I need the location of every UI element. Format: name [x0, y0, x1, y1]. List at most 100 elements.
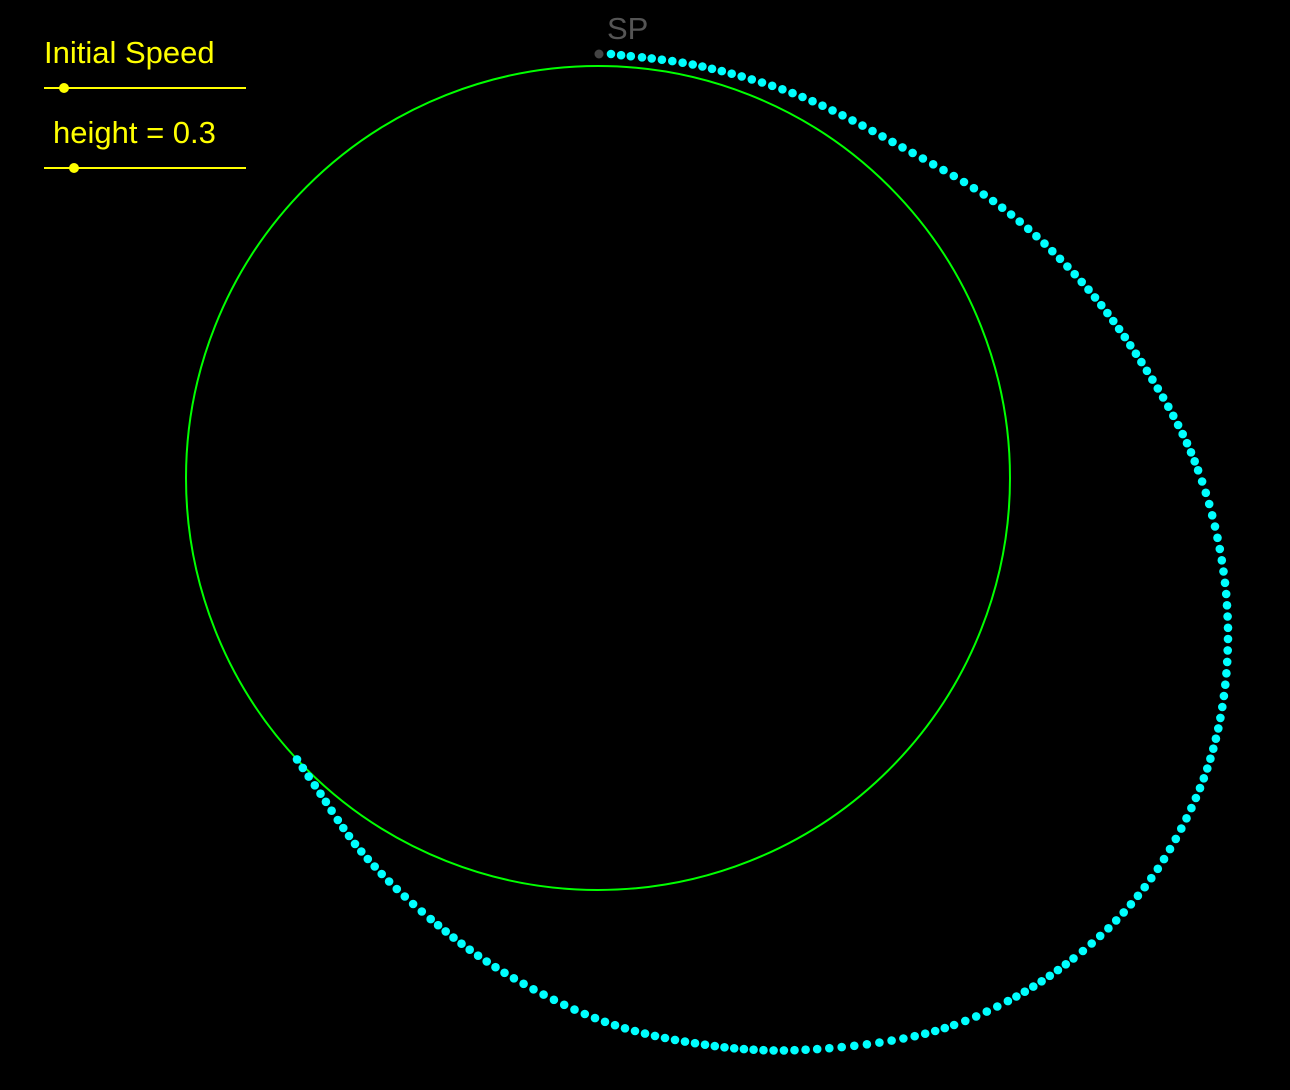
trajectory-point — [1090, 293, 1100, 302]
trajectory-point — [1186, 448, 1196, 457]
trajectory-point — [747, 75, 757, 84]
start-point-label: SP — [607, 11, 649, 46]
trajectory-point — [939, 165, 948, 175]
trajectory-point — [700, 1040, 710, 1049]
trajectory-point — [433, 920, 443, 930]
trajectory-point — [837, 1042, 846, 1052]
trajectory-point — [1048, 246, 1057, 256]
trajectory-point — [441, 927, 451, 936]
trajectory-point — [825, 1043, 834, 1053]
trajectory-point — [1078, 946, 1088, 956]
trajectory-point — [491, 962, 500, 972]
trajectory-point — [971, 1012, 981, 1021]
trajectory-point — [690, 1038, 700, 1048]
trajectory-point — [408, 899, 418, 909]
trajectory-point — [650, 1031, 660, 1041]
trajectory-point — [384, 877, 394, 886]
trajectory-point — [1171, 834, 1181, 844]
trajectory-point — [1137, 357, 1146, 367]
trajectory-point — [1207, 511, 1217, 520]
trajectory-point — [1197, 477, 1207, 486]
trajectory-point — [377, 869, 387, 879]
trajectory-point — [993, 1002, 1002, 1011]
height-slider[interactable] — [44, 160, 246, 176]
trajectory-point — [979, 190, 988, 199]
trajectory-point — [848, 116, 857, 125]
initial-speed-slider-track[interactable] — [44, 87, 246, 89]
trajectory-point — [1153, 384, 1163, 393]
height-slider-track[interactable] — [44, 167, 246, 169]
trajectory-point — [1223, 612, 1232, 621]
trajectory-point — [850, 1041, 859, 1051]
trajectory-point — [1133, 891, 1143, 901]
trajectory-point — [940, 1023, 950, 1033]
trajectory-point — [1182, 814, 1191, 823]
trajectory-point — [657, 55, 667, 64]
height-slider-knob[interactable] — [69, 163, 80, 173]
trajectory-point — [808, 96, 817, 106]
start-point[interactable] — [594, 49, 604, 59]
trajectory-point — [928, 160, 938, 169]
trajectory-point — [1159, 854, 1169, 864]
trajectory-point — [737, 72, 746, 81]
trajectory-point — [727, 69, 736, 78]
trajectory-point — [801, 1045, 810, 1054]
trajectory-point — [688, 60, 697, 69]
trajectory-point — [637, 53, 647, 62]
trajectory-point — [1040, 239, 1049, 248]
trajectory-point — [321, 797, 331, 807]
trajectory-point — [1187, 803, 1196, 813]
trajectory-point — [344, 831, 354, 841]
trajectory-point — [788, 88, 797, 98]
trajectory-point — [1221, 680, 1230, 689]
trajectory-point — [739, 1044, 749, 1054]
trajectory-point — [887, 1036, 896, 1045]
trajectory-point — [559, 1000, 569, 1010]
trajectory-point — [680, 1037, 690, 1046]
trajectory-point — [630, 1026, 640, 1036]
trajectory-point — [350, 839, 360, 849]
trajectory-point — [1023, 224, 1033, 234]
trajectory-point — [899, 1034, 908, 1043]
trajectory-point — [1169, 411, 1178, 421]
trajectory-point — [1173, 420, 1183, 430]
trajectory-point — [1153, 864, 1163, 874]
trajectory-point — [868, 126, 877, 136]
initial-speed-slider[interactable] — [44, 80, 246, 96]
trajectory-trace — [292, 49, 1233, 1055]
trajectory-point — [580, 1009, 590, 1019]
trajectory-point — [862, 1040, 872, 1049]
trajectory-point — [717, 66, 727, 76]
trajectory-point — [482, 957, 492, 966]
trajectory-point — [828, 106, 837, 115]
trajectory-point — [1193, 466, 1203, 475]
trajectory-point — [1221, 589, 1231, 599]
trajectory-point — [982, 1007, 992, 1016]
trajectory-point — [539, 990, 548, 999]
trajectory-point — [898, 143, 907, 152]
trajectory-point — [363, 854, 373, 864]
trajectory-point — [918, 154, 928, 163]
trajectory-point — [519, 979, 528, 989]
trajectory-point — [1219, 567, 1228, 576]
trajectory-point — [720, 1043, 729, 1052]
trajectory-point — [449, 933, 458, 942]
trajectory-point — [949, 1020, 959, 1030]
trajectory-point — [1003, 996, 1013, 1006]
trajectory-point — [1077, 277, 1086, 287]
trajectory-point — [959, 177, 969, 187]
trajectory-point — [1119, 908, 1128, 917]
trajectory-point — [1006, 210, 1016, 219]
trajectory-point — [1191, 793, 1201, 803]
trajectory-point — [626, 51, 636, 61]
trajectory-point — [1109, 316, 1118, 326]
trajectory-point — [570, 1005, 579, 1014]
initial-speed-slider-knob[interactable] — [59, 83, 70, 93]
trajectory-point — [1220, 578, 1230, 588]
trajectory-point — [660, 1033, 670, 1043]
trajectory-point — [1223, 634, 1233, 644]
trajectory-point — [908, 148, 917, 158]
trajectory-point — [790, 1045, 799, 1055]
trajectory-point — [1126, 341, 1135, 350]
